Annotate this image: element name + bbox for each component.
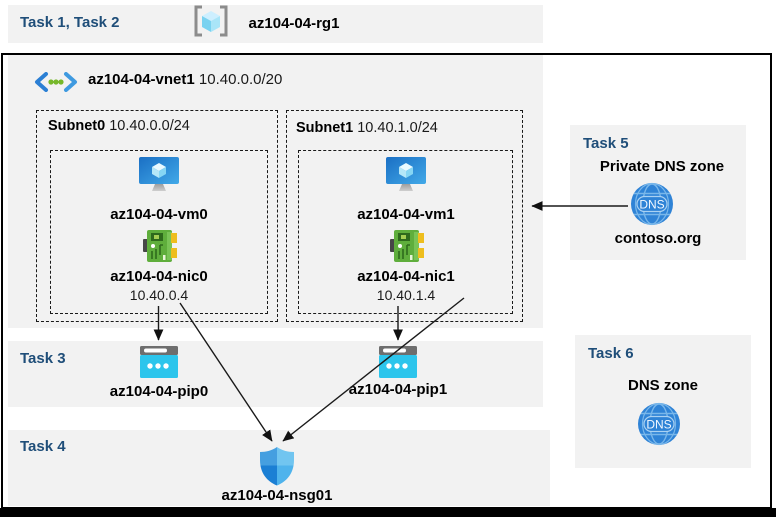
public-ip-icon bbox=[140, 346, 178, 378]
subnet0-cidr: 10.40.0.0/24 bbox=[109, 118, 190, 134]
pip1-name: az104-04-pip1 bbox=[348, 381, 448, 398]
vm1-name: az104-04-vm1 bbox=[357, 206, 455, 223]
top-band: Task 1, Task 2 bbox=[8, 5, 543, 43]
task5-label: Task 5 bbox=[583, 135, 629, 152]
subnet1-cidr: 10.40.1.0/24 bbox=[357, 120, 438, 136]
network-interface-icon bbox=[390, 230, 424, 262]
pip0-name: az104-04-pip0 bbox=[109, 383, 209, 400]
vnet-header: az104-04-vnet1 10.40.0.0/20 bbox=[88, 71, 282, 88]
dns-zone-title: DNS zone bbox=[627, 377, 698, 394]
task3-label: Task 3 bbox=[20, 350, 66, 367]
private-dns-zone-name: contoso.org bbox=[614, 230, 702, 247]
dns-globe-icon: DNS bbox=[638, 402, 680, 446]
subnet0-box bbox=[36, 110, 278, 322]
subnet1-name: Subnet1 bbox=[296, 120, 354, 136]
dns-icon-text: DNS bbox=[646, 418, 671, 432]
public-ip-icon bbox=[379, 346, 417, 378]
task-1-2-label: Task 1, Task 2 bbox=[20, 14, 120, 31]
virtual-machine-icon bbox=[139, 157, 179, 191]
vnet-name: az104-04-vnet1 bbox=[88, 71, 195, 88]
dns-icon-text: DNS bbox=[639, 198, 664, 212]
task5-box: Task 5 Private DNS zone DNS contoso.org bbox=[570, 125, 746, 260]
bottom-black-bar bbox=[0, 508, 776, 517]
virtual-machine-icon bbox=[386, 157, 426, 191]
task4-label: Task 4 bbox=[20, 438, 66, 455]
vnet-cidr: 10.40.0.0/20 bbox=[198, 71, 283, 88]
subnet1-title: Subnet1 10.40.1.0/24 bbox=[296, 120, 438, 136]
network-security-group-shield-icon bbox=[260, 447, 294, 486]
task6-label: Task 6 bbox=[588, 345, 634, 362]
nic1-name: az104-04-nic1 bbox=[357, 268, 455, 285]
nsg-name: az104-04-nsg01 bbox=[221, 487, 333, 504]
vnet-region bbox=[8, 55, 543, 328]
vm0-name: az104-04-vm0 bbox=[110, 206, 208, 223]
task3-band: Task 3 bbox=[8, 341, 543, 407]
subnet0-title: Subnet0 10.40.0.0/24 bbox=[48, 118, 190, 134]
nic0-name: az104-04-nic0 bbox=[110, 268, 208, 285]
dns-globe-icon: DNS bbox=[631, 182, 673, 226]
task6-box: Task 6 DNS zone DNS bbox=[575, 335, 751, 468]
subnet0-name: Subnet0 bbox=[48, 118, 106, 134]
nic1-ip: 10.40.1.4 bbox=[376, 287, 436, 303]
nic0-ip: 10.40.0.4 bbox=[129, 287, 189, 303]
private-dns-zone-title: Private DNS zone bbox=[599, 158, 725, 175]
resource-group-icon bbox=[194, 5, 228, 37]
resource-group-name: az104-04-rg1 bbox=[248, 15, 340, 32]
virtual-network-icon bbox=[35, 72, 77, 92]
network-interface-icon bbox=[143, 230, 177, 262]
